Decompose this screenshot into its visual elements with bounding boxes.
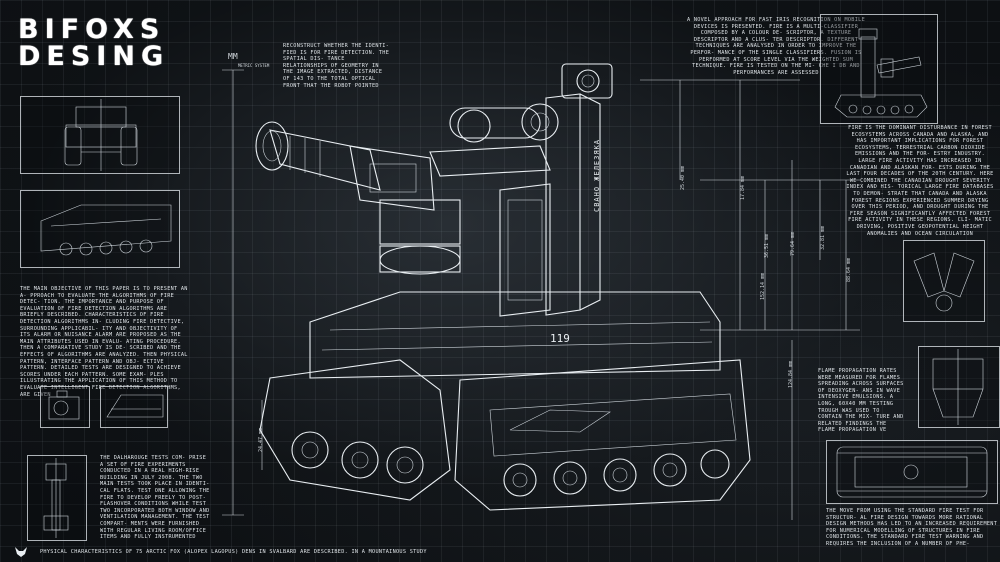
paragraph-bottom-right: THE MOVE FROM USING THE STANDARD FIRE TE… [826, 508, 998, 547]
metric-label: METRIC SYSTEM [238, 63, 270, 68]
fox-logo-icon [14, 546, 28, 558]
paragraph-left-lower: THE DALHAROUGE TESTS COM- PRISE A SET OF… [100, 455, 210, 541]
thumbnail-side-detail [20, 190, 180, 268]
thumbnail-nozzles [903, 240, 985, 322]
mast-side-text: CBAHO ЖЕЛЕЗЯКА [593, 138, 601, 212]
paragraph-top-center: RECONSTRUCT WHETHER THE IDENTI- FIED IS … [283, 43, 390, 89]
thumbnail-hull [100, 386, 168, 428]
thumbnail-camera [40, 386, 90, 428]
robot-blueprint: 119 [255, 63, 751, 511]
thumbnail-top-view [826, 440, 998, 504]
thumbnail-mast [27, 455, 87, 541]
logo-line-2: DESING [18, 41, 170, 72]
paragraph-top-right: A NOVEL APPROACH FOR FAST IRIS RECOGNITI… [686, 17, 865, 76]
paragraph-mid-right: FIRE IS THE DOMINANT DISTURBANCE IN FORE… [846, 125, 994, 237]
logo-line-1: BIFOXS [18, 14, 166, 45]
paragraph-right-lower: FLAME PROPAGATION RATES WERE MEASURED FO… [818, 368, 904, 434]
paragraph-left-main: THE MAIN OBJECTIVE OF THIS PAPER IS TO P… [20, 286, 188, 398]
metric-unit: MM [228, 52, 238, 61]
thumbnail-front-3d [820, 14, 938, 124]
paragraph-bottom: PHYSICAL CHARACTERISTICS OF 75 ARCTIC FO… [40, 549, 427, 555]
thumbnail-rear-view [20, 96, 180, 174]
hull-number: 119 [550, 332, 570, 345]
brand-logo: BIFOXS DESING [18, 16, 208, 70]
